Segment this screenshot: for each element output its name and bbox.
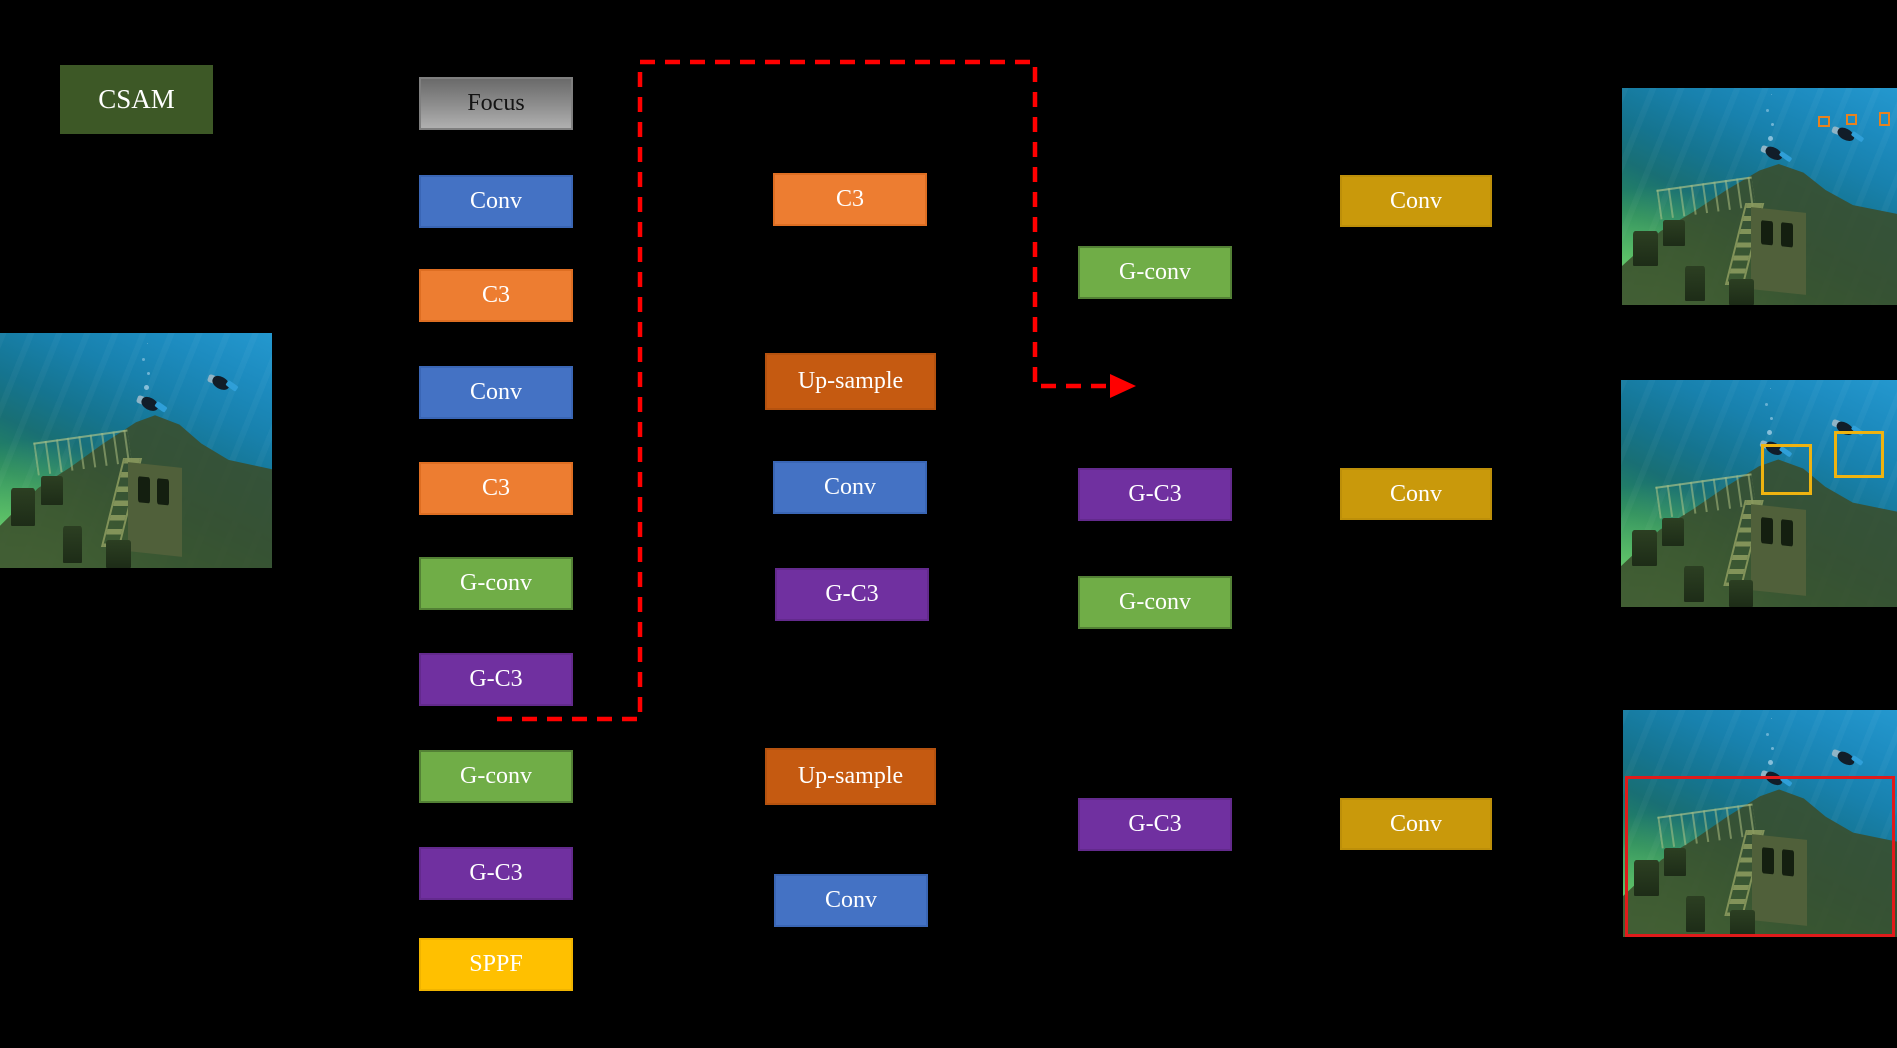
bollard (1663, 220, 1686, 247)
bubbles (1767, 429, 1773, 435)
block-csam: CSAM (60, 65, 213, 134)
annotation-layer (1621, 380, 1897, 607)
detection-box (1818, 115, 1831, 128)
detection-box (1624, 775, 1895, 937)
block-focus: Focus (419, 77, 573, 130)
block-g-c3: G-C3 (419, 653, 573, 706)
block-g-c3: G-C3 (1078, 468, 1232, 521)
bubbles (1768, 759, 1774, 765)
output-image-small-objects (1622, 88, 1897, 305)
annotation-layer (0, 333, 272, 568)
block-up-sample: Up-sample (765, 748, 936, 805)
block-sppf: SPPF (419, 938, 573, 991)
block-g-conv: G-conv (419, 750, 573, 803)
bollard (1633, 231, 1658, 266)
block-conv: Conv (774, 874, 928, 927)
bollard (1664, 848, 1686, 876)
bollard (1684, 566, 1704, 603)
block-detect-conv: Conv (1340, 798, 1492, 850)
bubbles (144, 384, 150, 390)
block-conv: Conv (773, 461, 927, 514)
block-conv: Conv (419, 366, 573, 419)
block-c3: C3 (419, 269, 573, 322)
block-c3: C3 (773, 173, 927, 226)
block-g-c3: G-C3 (419, 847, 573, 900)
block-g-conv: G-conv (419, 557, 573, 610)
bollard (1632, 529, 1657, 567)
bollard (1633, 859, 1659, 897)
output-image-diver-detections (1621, 380, 1897, 607)
detection-box (1760, 444, 1812, 496)
input-image (0, 333, 272, 568)
block-c3: C3 (419, 462, 573, 515)
bollard (1686, 896, 1706, 933)
block-g-c3: G-C3 (775, 568, 929, 621)
bollard (1662, 518, 1685, 546)
block-g-c3: G-C3 (1078, 798, 1232, 851)
block-g-conv: G-conv (1078, 246, 1232, 299)
bollard (62, 525, 82, 564)
bollard (1729, 278, 1754, 305)
arrowhead-icon (1110, 374, 1136, 398)
block-detect-conv: Conv (1340, 175, 1492, 227)
bollard (1685, 265, 1705, 301)
bollard (10, 488, 36, 526)
annotation-layer (1623, 710, 1897, 937)
bollard (1729, 909, 1755, 937)
detection-box (1834, 431, 1885, 479)
bollard (1728, 579, 1754, 607)
block-detect-conv: Conv (1340, 468, 1492, 520)
output-image-wreck-detection (1623, 710, 1897, 937)
bubbles (1767, 135, 1773, 141)
block-up-sample: Up-sample (765, 353, 936, 410)
bollard (106, 539, 131, 568)
annotation-layer (1622, 88, 1897, 305)
block-g-conv: G-conv (1078, 576, 1232, 629)
detection-box (1879, 111, 1890, 126)
detection-box (1846, 114, 1858, 126)
block-conv: Conv (419, 175, 573, 228)
bollard (40, 476, 63, 505)
